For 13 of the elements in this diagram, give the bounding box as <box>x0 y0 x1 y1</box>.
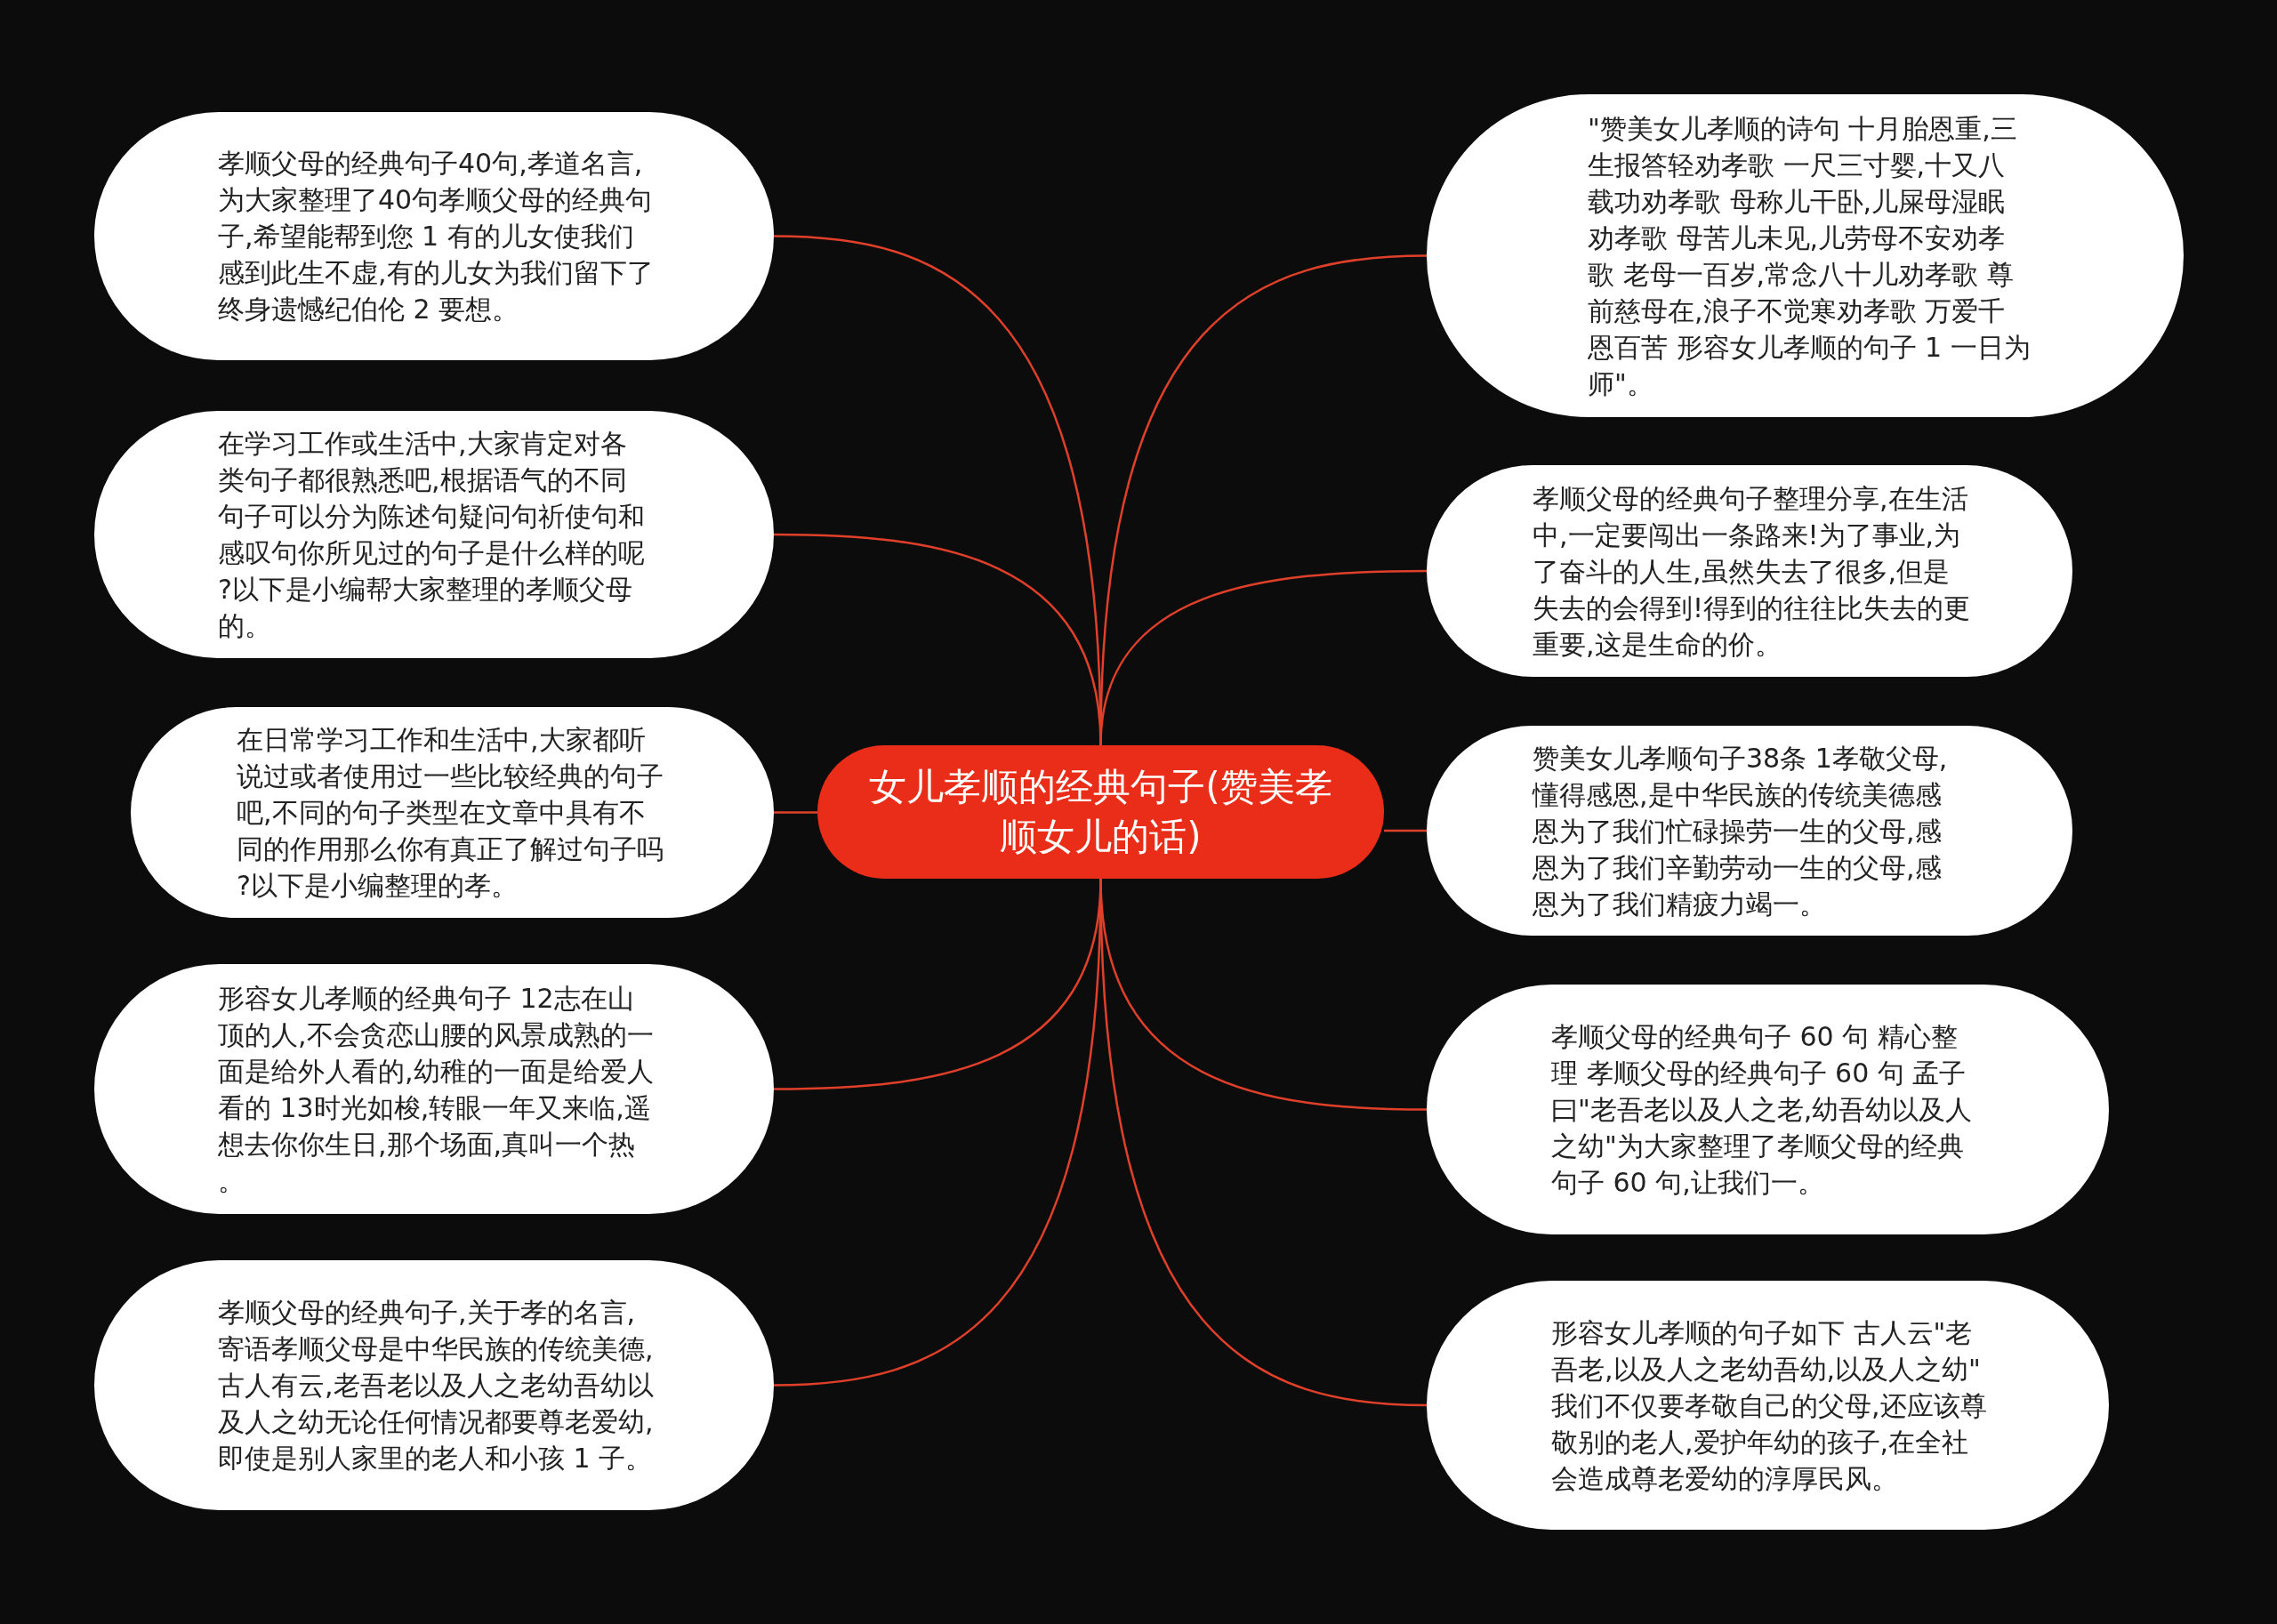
central-topic: 女儿孝顺的经典句子(赞美孝顺女儿的话) <box>817 745 1384 879</box>
text-bubble: 赞美女儿孝顺句子38条 1孝敬父母,懂得感恩,是中华民族的传统美德感恩为了我们忙碌操劳一生的父母,感恩为了我们辛勤劳动一生的父母,感恩为了我们精疲力竭一。 <box>1427 726 2072 936</box>
text-bubble: 形容女儿孝顺的句子如下 古人云"老吾老,以及人之老幼吾幼,以及人之幼" 我们不仅要孝敬自己的父母,还应该尊敬别的老人,爱护年幼的孩子,在全社会造成尊老爱幼的淳厚民风。 <box>1427 1281 2109 1530</box>
text-bubble: 形容女儿孝顺的经典句子 12志在山顶的人,不会贪恋山腰的风景成熟的一面是给外人看的,幼稚的一面是给爱人看的 13时光如梭,转眼一年又来临,遥想去你你生日,那个场面,真叫一个热。 <box>94 964 774 1214</box>
text-bubble: 孝顺父母的经典句子 60 句 精心整理 孝顺父母的经典句子 60 句 孟子曰"老吾老以及人之老,幼吾幼以及人之幼"为大家整理了孝顺父母的经典句子 60 句,让我们一。 <box>1427 985 2109 1234</box>
text-bubble: 在日常学习工作和生活中,大家都听说过或者使用过一些比较经典的句子吧,不同的句子类型在文章中具有不同的作用那么你有真正了解过句子吗?以下是小编整理的孝。 <box>131 707 774 918</box>
text-bubble: 孝顺父母的经典句子40句,孝道名言,为大家整理了40句孝顺父母的经典句子,希望能帮到您 1 有的儿女使我们感到此生不虚,有的儿女为我们留下了终身遗憾纪伯伦 2 要想。 <box>94 112 774 360</box>
text-bubble: 孝顺父母的经典句子整理分享,在生活中,一定要闯出一条路来!为了事业,为了奋斗的人生,虽然失去了很多,但是失去的会得到!得到的往往比失去的更重要,这是生命的价。 <box>1427 465 2072 677</box>
text-bubble: 孝顺父母的经典句子,关于孝的名言,寄语孝顺父母是中华民族的传统美德,古人有云,老吾老以及人之老幼吾幼以及人之幼无论任何情况都要尊老爱幼,即使是别人家里的老人和小孩 1 子。 <box>94 1260 774 1510</box>
connector-line <box>1384 829 1427 832</box>
connector-line <box>774 811 817 814</box>
text-bubble: "赞美女儿孝顺的诗句 十月胎恩重,三生报答轻劝孝歌 一尺三寸婴,十又八载功劝孝歌 母称儿干卧,儿屎母湿眠劝孝歌 母苦儿未见,儿劳母不安劝孝歌 老母一百岁,常念八十儿劝孝歌 尊前慈母在,浪子不觉寒劝孝歌 万爱千恩百苦 形容女儿孝顺的句子 1 一日为师"。 <box>1427 94 2184 417</box>
text-bubble: 在学习工作或生活中,大家肯定对各类句子都很熟悉吧,根据语气的不同句子可以分为陈述句疑问句祈使句和感叹句你所见过的句子是什么样的呢?以下是小编帮大家整理的孝顺父母的。 <box>94 411 774 658</box>
